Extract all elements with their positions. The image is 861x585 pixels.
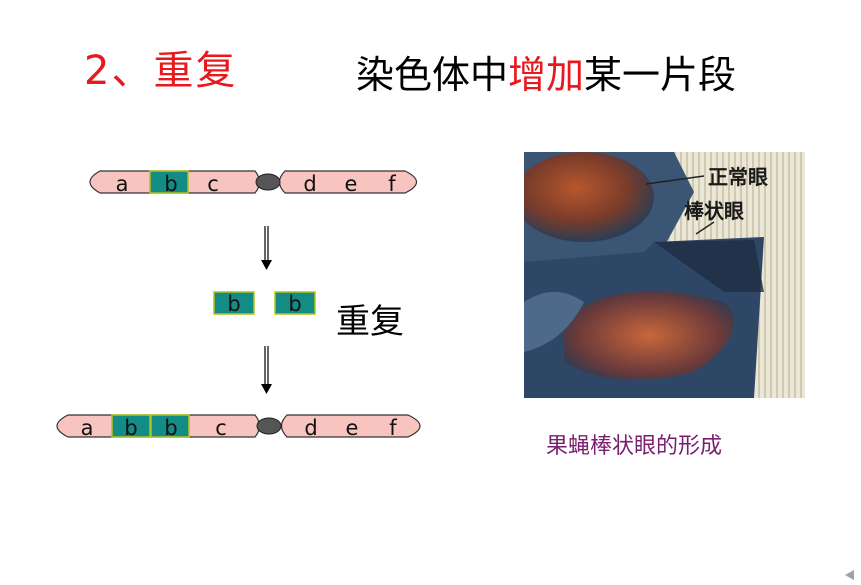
- gene-label: f: [388, 172, 396, 196]
- gene-band-b: [149, 170, 189, 194]
- down-arrow-icon: [261, 346, 272, 394]
- label-normal-eye: 正常眼: [708, 165, 768, 189]
- label-bar-eye: 棒状眼: [684, 199, 744, 223]
- gene-label: b: [124, 416, 137, 440]
- gene-label: a: [81, 416, 94, 440]
- photo-caption: 果蝇棒状眼的形成: [546, 434, 723, 459]
- gene-band-b: [111, 414, 151, 438]
- centromere: [256, 417, 282, 435]
- down-arrow-icon: [261, 226, 272, 270]
- fragment-b: [274, 291, 316, 315]
- gene-label: b: [164, 172, 177, 196]
- definition-heading: 染色体中增加某一片段: [356, 44, 736, 99]
- gene-label: c: [215, 416, 227, 440]
- gene-band-b: [150, 414, 190, 438]
- chromosome-original: a b c d e f: [89, 170, 418, 196]
- gene-label: d: [303, 172, 316, 196]
- gene-label: a: [116, 172, 129, 196]
- gene-label: e: [346, 416, 359, 440]
- gene-label: b: [164, 416, 177, 440]
- centromere: [255, 173, 281, 191]
- previous-slide-icon[interactable]: [845, 570, 854, 580]
- definition-highlight: 增加: [508, 53, 585, 97]
- fragment-label: b: [227, 292, 240, 316]
- fragment-b: [213, 291, 255, 315]
- gene-label: c: [207, 172, 219, 196]
- fragment-label: b: [288, 292, 301, 316]
- chromosome-right-arm: [280, 414, 421, 438]
- definition-post: 某一片段: [584, 53, 737, 97]
- step-label: 重复: [336, 302, 404, 342]
- fruit-fly-eye-photo: 正常眼 棒状眼: [524, 152, 805, 398]
- gene-label: e: [345, 172, 358, 196]
- duplicated-fragments: b b: [213, 291, 316, 316]
- chromosome-duplicated: a b b c d e f: [56, 414, 421, 440]
- gene-label: d: [304, 416, 317, 440]
- gene-label: f: [389, 416, 397, 440]
- definition-pre: 染色体中: [356, 53, 509, 97]
- section-title: 2、重复: [84, 48, 238, 94]
- chromosome-right-arm: [278, 170, 418, 194]
